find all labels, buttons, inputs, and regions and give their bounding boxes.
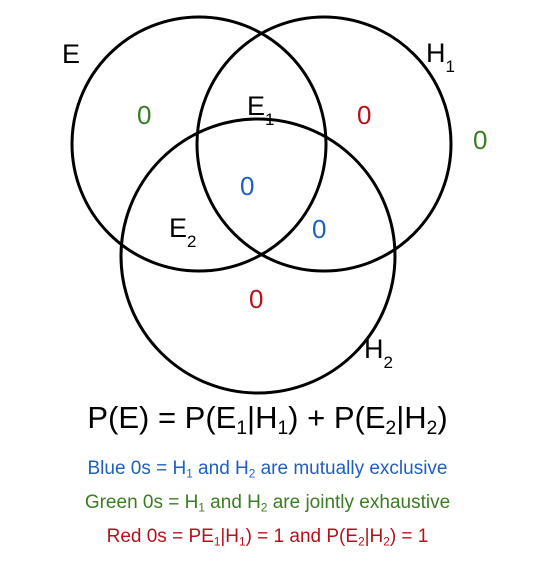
formula-part: ) (437, 400, 448, 435)
legend-blue: Blue 0s = H1 and H2 are mutually exclusi… (0, 458, 535, 480)
formula-part: P(E) = P(E (87, 400, 237, 435)
zero-h1-only: 0 (357, 100, 371, 130)
legend-red-part: ) = 1 (389, 526, 429, 547)
region-label-e2-base: E (169, 213, 187, 243)
legend-blue-sub: 1 (186, 467, 193, 481)
legend-green-sub: 2 (260, 501, 268, 515)
legend-blue-part: are mutually exclusive (255, 458, 448, 479)
legend-green: Green 0s = H1 and H2 are jointly exhaust… (0, 492, 535, 514)
set-label-e: E (62, 39, 80, 69)
formula-sub: 1 (277, 417, 289, 439)
set-label-h2-base: H (364, 334, 384, 364)
region-label-e2-sub: 2 (187, 232, 196, 251)
set-label-h1-sub: 1 (446, 57, 455, 76)
set-label-h2: H2 (364, 334, 393, 372)
zero-h2-only: 0 (249, 284, 263, 314)
legend-red: Red 0s = PE1|H1) = 1 and P(E2|H2) = 1 (0, 526, 535, 548)
region-label-e1: E1 (247, 91, 274, 129)
formula-sub: 2 (426, 417, 438, 439)
formula: P(E) = P(E1|H1) + P(E2|H2) (0, 400, 535, 439)
legend-green-part: Green 0s = H (84, 492, 199, 513)
set-label-h1: H1 (426, 38, 455, 76)
zero-e-only: 0 (137, 100, 151, 130)
legend-red-part: |H (364, 526, 384, 547)
set-label-h1-base: H (426, 38, 446, 68)
legend-green-part: and H (204, 492, 261, 513)
set-label-h2-sub: 2 (384, 353, 393, 372)
circle-h2 (119, 117, 397, 395)
zero-center: 0 (240, 171, 254, 201)
legend-red-sub: 2 (358, 535, 365, 549)
circle-h1 (195, 15, 453, 273)
formula-part: |H (247, 400, 278, 435)
formula-part: ) + P(E (288, 400, 386, 435)
legend-red-sub: 2 (383, 535, 390, 549)
legend-blue-sub: 2 (248, 467, 256, 481)
legend-blue-part: and H (192, 458, 249, 479)
legend-red-part: ) = 1 and P(E (245, 526, 359, 547)
legend-green-sub: 1 (198, 501, 205, 515)
circle-e (70, 15, 328, 273)
legend-red-sub: 1 (239, 535, 246, 549)
legend-green-part: are jointly exhaustive (267, 492, 451, 513)
zero-outside: 0 (473, 125, 487, 155)
region-label-e2: E2 (169, 213, 196, 251)
region-label-e1-base: E (247, 91, 265, 121)
formula-sub: 1 (236, 417, 248, 439)
legend-red-sub: 1 (213, 535, 221, 549)
legend-red-part: |H (220, 526, 240, 547)
region-label-e1-sub: 1 (265, 110, 274, 129)
formula-part: |H (396, 400, 427, 435)
formula-sub: 2 (385, 417, 397, 439)
legend-blue-part: Blue 0s = H (87, 458, 187, 479)
legend-red-part: Red 0s = PE (106, 526, 214, 547)
zero-h1-h2: 0 (312, 214, 326, 244)
